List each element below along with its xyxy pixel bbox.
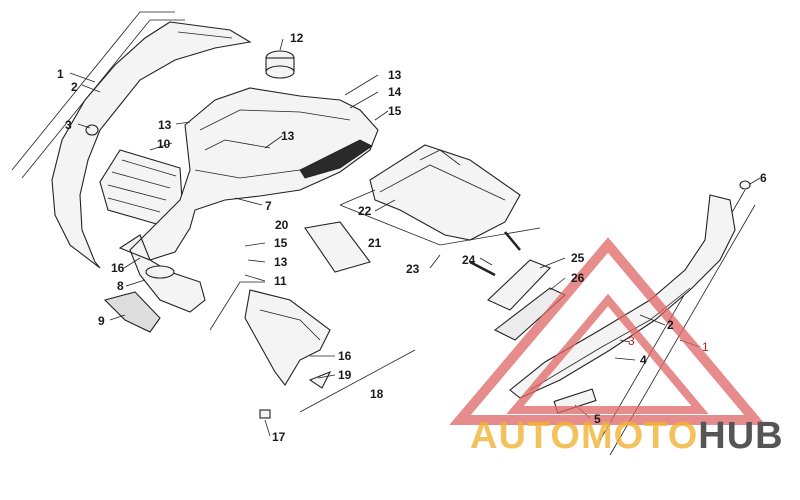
watermark-triangle-outer xyxy=(449,237,766,425)
support-rods xyxy=(469,231,521,277)
lower-fairing xyxy=(209,281,416,419)
watermark-hub: HUB xyxy=(698,415,783,457)
headlight-lens xyxy=(103,291,161,333)
callout-6: 6 xyxy=(760,171,767,185)
watermark-logo xyxy=(449,237,766,425)
callout-23: 23 xyxy=(406,262,420,276)
callout-25: 25 xyxy=(571,251,585,265)
storage-tray xyxy=(369,144,521,241)
callout-2: 2 xyxy=(667,318,674,332)
callout-13: 13 xyxy=(158,118,172,132)
callout-7: 7 xyxy=(265,199,272,213)
callout-13: 13 xyxy=(281,129,295,143)
callout-13: 13 xyxy=(388,68,402,82)
side-panel-left xyxy=(11,11,252,269)
callout-16: 16 xyxy=(338,349,352,363)
watermark-text: AUTOMOTOHUB xyxy=(470,415,784,457)
tube-bag xyxy=(487,259,566,341)
callout-24: 24 xyxy=(462,253,476,267)
callout-14: 14 xyxy=(388,85,402,99)
callout-12: 12 xyxy=(290,31,304,45)
callout-8: 8 xyxy=(117,279,124,293)
callout-5: 5 xyxy=(594,412,601,426)
callout-15: 15 xyxy=(274,236,288,250)
callout-1: 1 xyxy=(702,340,709,354)
callout-1: 1 xyxy=(57,67,64,81)
callout-9: 9 xyxy=(98,314,105,328)
callout-16: 16 xyxy=(111,261,125,275)
callout-15: 15 xyxy=(388,104,402,118)
callout-18: 18 xyxy=(370,387,384,401)
vent-grille xyxy=(99,149,183,226)
callout-10: 10 xyxy=(157,137,171,151)
callout-3: 3 xyxy=(628,334,635,348)
watermark-auto: AUTO xyxy=(470,415,581,457)
watermark-triangle-inner xyxy=(506,293,709,414)
front-hood xyxy=(118,50,379,313)
watermark-moto: MOTO xyxy=(581,415,698,457)
callout-3: 3 xyxy=(65,118,72,132)
callout-4: 4 xyxy=(640,353,647,367)
callout-19: 19 xyxy=(338,368,352,382)
callout-17: 17 xyxy=(272,430,286,444)
callout-22: 22 xyxy=(358,204,372,218)
callout-11: 11 xyxy=(274,274,287,288)
callout-13: 13 xyxy=(274,255,288,269)
windshield-panel xyxy=(304,221,371,273)
callout-20: 20 xyxy=(275,218,289,232)
callout-2: 2 xyxy=(71,80,78,94)
callout-21: 21 xyxy=(368,236,382,250)
callout-26: 26 xyxy=(571,271,585,285)
